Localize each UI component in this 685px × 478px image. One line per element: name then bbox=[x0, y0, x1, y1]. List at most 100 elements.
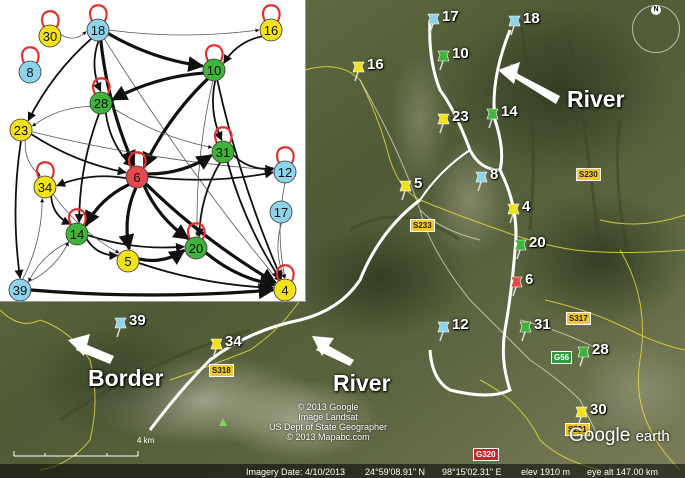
network-node-label: 39 bbox=[13, 283, 27, 298]
network-node-label: 31 bbox=[216, 145, 230, 160]
network-node: 5 bbox=[116, 249, 140, 273]
network-node: 31 bbox=[211, 140, 235, 164]
network-node-label: 23 bbox=[14, 123, 28, 138]
network-edge bbox=[31, 131, 274, 172]
network-edge bbox=[84, 183, 130, 228]
network-edge bbox=[111, 71, 204, 102]
network-node-label: 30 bbox=[43, 29, 57, 44]
network-edge bbox=[232, 154, 275, 174]
network-node: 17 bbox=[269, 200, 293, 224]
network-self-loop bbox=[276, 146, 295, 164]
map-pin-label: 17 bbox=[442, 8, 459, 25]
network-edge bbox=[277, 222, 285, 279]
map-pin-label: 6 bbox=[525, 271, 534, 288]
network-edge bbox=[27, 242, 69, 283]
network-node: 14 bbox=[65, 222, 89, 246]
network-edge bbox=[194, 162, 221, 238]
copyright-line: © 2013 Mapabc.com bbox=[286, 432, 370, 442]
imagery-date: Imagery Date: 4/10/2013 bbox=[246, 467, 346, 477]
network-self-loop bbox=[68, 208, 87, 226]
network-edge bbox=[28, 241, 70, 282]
map-pin-label: 10 bbox=[452, 45, 469, 62]
map-pin-label: 18 bbox=[523, 10, 540, 27]
network-node-label: 12 bbox=[278, 165, 292, 180]
network-edge bbox=[147, 154, 213, 176]
road-sign-s318: S318 bbox=[209, 364, 234, 377]
scale-label: 4 km bbox=[137, 436, 155, 445]
network-self-loop bbox=[36, 161, 55, 179]
network-node: 28 bbox=[89, 91, 113, 115]
latitude-readout: 24°59'08.91" N bbox=[365, 467, 426, 477]
network-edge bbox=[27, 38, 92, 122]
map-pin-label: 20 bbox=[529, 234, 546, 251]
map-pin-label: 5 bbox=[414, 175, 423, 192]
network-edge bbox=[56, 175, 127, 187]
border-label: Border bbox=[88, 365, 164, 391]
network-edge bbox=[138, 248, 186, 265]
copyright-block: © 2013 Google Image Landsat US Dept of S… bbox=[268, 402, 388, 442]
road-sign-s233: S233 bbox=[410, 219, 435, 232]
google-earth-logo: Google earth bbox=[569, 425, 670, 447]
status-bar: Imagery Date: 4/10/2013 24°59'08.91" N 9… bbox=[0, 464, 685, 478]
network-node: 23 bbox=[9, 118, 33, 142]
network-self-loop bbox=[21, 46, 40, 64]
network-edge bbox=[212, 80, 223, 141]
road-sign-g320: G320 bbox=[473, 448, 499, 461]
road-sign-s230: S230 bbox=[576, 168, 601, 181]
network-self-loop bbox=[262, 4, 281, 22]
network-edge bbox=[104, 38, 279, 281]
network-node: 30 bbox=[38, 24, 62, 48]
map-pin-label: 8 bbox=[490, 166, 499, 183]
compass-control[interactable]: N bbox=[632, 5, 680, 53]
network-edge bbox=[216, 80, 283, 280]
network-self-loop bbox=[41, 10, 60, 28]
network-edge bbox=[204, 251, 276, 291]
road-sign-g56: G56 bbox=[551, 351, 573, 364]
network-node-label: 16 bbox=[264, 23, 278, 38]
network-node-label: 6 bbox=[133, 170, 140, 185]
map-pin-label: 4 bbox=[522, 198, 531, 215]
network-edge bbox=[30, 133, 127, 176]
network-self-loop bbox=[92, 77, 111, 95]
network-self-loop bbox=[89, 4, 108, 22]
network-node-label: 4 bbox=[281, 283, 288, 298]
logo-google-text: Google bbox=[569, 425, 631, 446]
network-edge bbox=[30, 283, 275, 300]
network-node: 18 bbox=[86, 18, 110, 42]
logo-earth-text: earth bbox=[635, 428, 670, 445]
network-node-label: 28 bbox=[94, 96, 108, 111]
network-node: 6 bbox=[125, 165, 149, 189]
copyright-line: Image Landsat bbox=[298, 412, 358, 422]
network-node: 16 bbox=[259, 18, 283, 42]
network-edge bbox=[144, 182, 277, 285]
network-edge bbox=[279, 182, 287, 279]
copyright-line: © 2013 Google bbox=[297, 402, 359, 412]
network-edge bbox=[108, 28, 260, 36]
network-self-loop bbox=[187, 222, 206, 240]
network-edge bbox=[87, 234, 185, 252]
eye-altitude-readout: eye alt 147.00 km bbox=[587, 467, 659, 477]
map-pin-label: 28 bbox=[592, 341, 609, 358]
map-pin-label: 14 bbox=[501, 103, 518, 120]
longitude-readout: 98°15'02.31" E bbox=[442, 467, 502, 477]
map-pin-label: 23 bbox=[452, 108, 469, 125]
network-edge bbox=[60, 31, 87, 39]
network-edge bbox=[142, 77, 209, 169]
map-pin-label: 31 bbox=[534, 316, 551, 333]
river-label-top: River bbox=[567, 86, 625, 112]
network-self-loop bbox=[214, 126, 233, 144]
river-label-bottom: River bbox=[333, 370, 391, 396]
network-edge bbox=[14, 140, 24, 279]
network-self-loop bbox=[276, 264, 295, 282]
network-edge bbox=[138, 262, 275, 293]
network-node-label: 20 bbox=[189, 241, 203, 256]
map-pin-label: 34 bbox=[225, 333, 242, 350]
network-edge bbox=[118, 187, 138, 251]
compass-north-icon: N bbox=[651, 5, 661, 15]
network-node: 12 bbox=[273, 160, 297, 184]
network-edge bbox=[74, 113, 100, 224]
